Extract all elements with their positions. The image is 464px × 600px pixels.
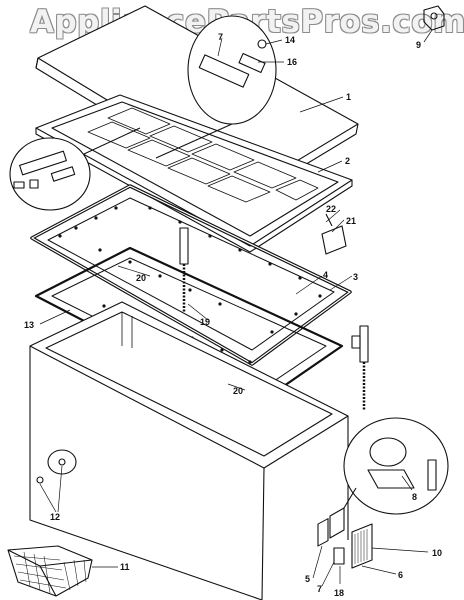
callout-5: 5 <box>305 574 310 584</box>
callout-9: 9 <box>416 40 421 50</box>
hinge-upper <box>179 227 189 312</box>
cabinet <box>29 301 349 600</box>
callout-10: 10 <box>432 548 442 558</box>
callout-2: 2 <box>345 156 350 166</box>
callout-18: 18 <box>334 588 344 598</box>
thermostat <box>321 213 347 255</box>
callout-13: 13 <box>24 320 34 330</box>
callout-12: 12 <box>50 512 60 522</box>
callout-14: 14 <box>285 35 295 45</box>
hinge-lower <box>351 325 369 410</box>
callouts: 1 2 3 4 5 6 7 7 8 9 10 11 12 13 14 16 18… <box>24 32 442 598</box>
hinge-plate <box>47 449 77 475</box>
callout-4: 4 <box>323 270 328 280</box>
callout-1: 1 <box>346 92 351 102</box>
callout-8: 8 <box>412 492 417 502</box>
compressor-detail <box>343 417 449 515</box>
gasket <box>30 184 352 366</box>
screw <box>58 458 66 466</box>
callout-16: 16 <box>287 57 297 67</box>
callout-7-latch: 7 <box>218 32 223 42</box>
control-grille <box>333 523 373 569</box>
callout-22: 22 <box>326 204 336 214</box>
latch-detail <box>155 15 277 159</box>
hardware-detail <box>9 127 141 211</box>
callout-3: 3 <box>353 272 358 282</box>
callout-20-lower: 20 <box>233 386 243 396</box>
plug-button <box>36 476 44 484</box>
wire-basket <box>7 545 93 597</box>
callout-19: 19 <box>200 317 210 327</box>
bracket <box>423 5 445 31</box>
callout-6: 6 <box>398 570 403 580</box>
callout-20-upper: 20 <box>136 273 146 283</box>
callout-21: 21 <box>346 216 356 226</box>
callout-7-control: 7 <box>317 584 322 594</box>
leader-lines <box>39 29 433 587</box>
lid-liner <box>35 94 353 253</box>
callout-11: 11 <box>120 562 130 572</box>
